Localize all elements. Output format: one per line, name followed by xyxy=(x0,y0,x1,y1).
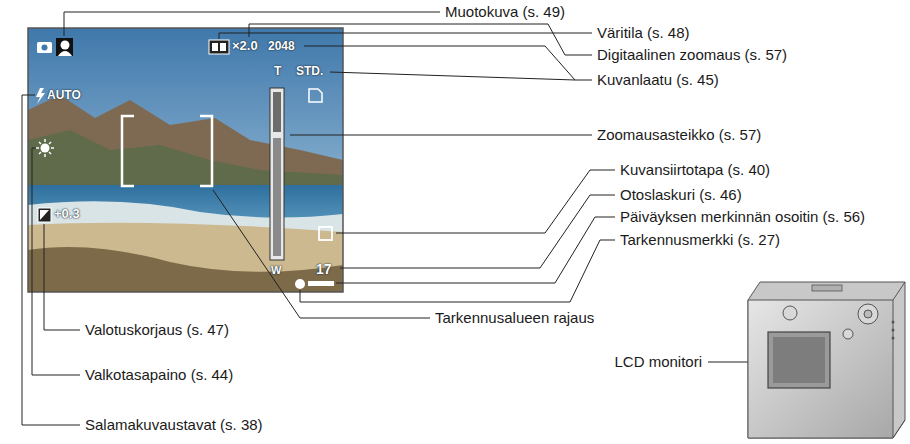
screen-text: AUTO xyxy=(47,89,81,103)
callout-label: Otoslaskuri (s. 46) xyxy=(620,186,742,203)
callout-label: Kuvanlaatu (s. 45) xyxy=(597,71,719,88)
screen-text: ×2.0 xyxy=(232,39,258,54)
focus-frame xyxy=(122,116,212,186)
callout-label: Muotokuva (s. 49) xyxy=(445,3,565,20)
callout-label: LCD monitori xyxy=(614,353,702,370)
screen-text: +0.3 xyxy=(54,207,80,222)
camera-drawing xyxy=(748,282,905,438)
callout-label: Päiväyksen merkinnän osoitin (s. 56) xyxy=(620,208,865,225)
screen-text: 17 xyxy=(316,261,332,277)
screen-text: W xyxy=(271,264,281,277)
callout-label: Kuvansiirtotapa (s. 40) xyxy=(620,161,770,178)
callout-label: Digitaalinen zoomaus (s. 57) xyxy=(597,46,787,63)
screen-icons xyxy=(36,38,334,289)
callout-label: Tarkennusalueen rajaus xyxy=(435,309,594,326)
screen-text: 2048 xyxy=(268,40,295,54)
callout-label: Valotuskorjaus (s. 47) xyxy=(85,321,229,338)
screen-text: T xyxy=(274,65,281,79)
lcd-photo xyxy=(28,28,343,292)
callout-label: Salamakuvaustavat (s. 38) xyxy=(85,416,263,433)
screen-text: STD. xyxy=(296,65,323,79)
callout-label: Zoomausasteikko (s. 57) xyxy=(597,126,761,143)
callout-label: Tarkennusmerkki (s. 27) xyxy=(620,231,780,248)
callout-label: Väritila (s. 48) xyxy=(597,24,690,41)
callout-label: Valkotasapaino (s. 44) xyxy=(85,366,233,383)
